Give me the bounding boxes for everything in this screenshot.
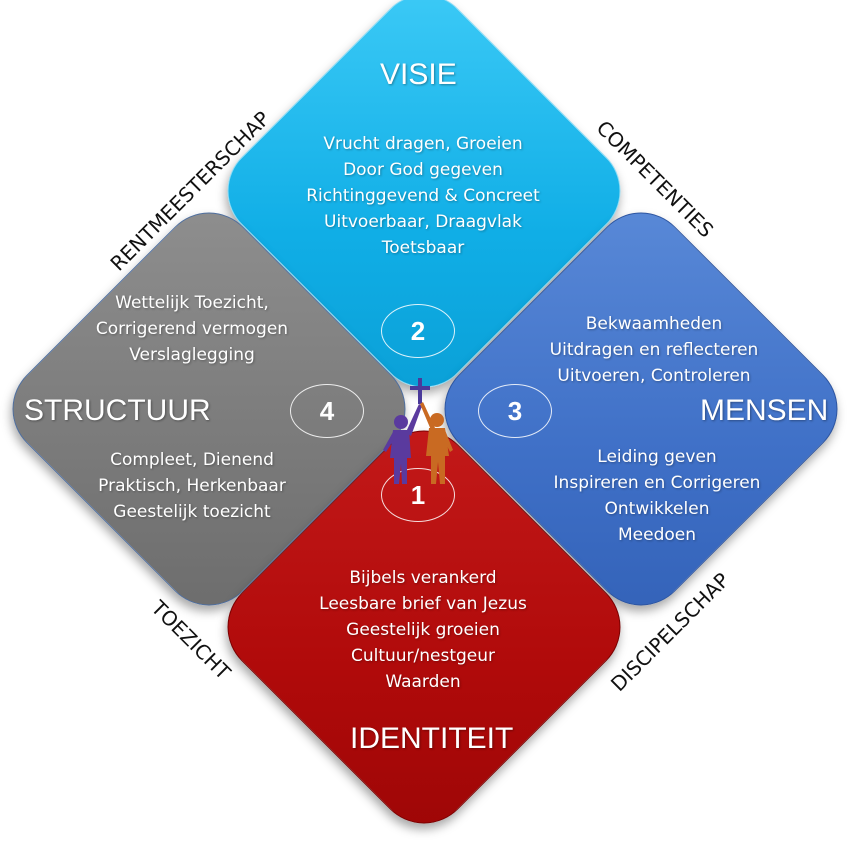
mensen-title: MENSEN xyxy=(700,394,829,427)
identiteit-line: Leesbare brief van Jezus xyxy=(319,594,527,614)
purple-figure-icon xyxy=(383,404,422,484)
structuur-line: Compleet, Dienend xyxy=(110,450,274,470)
structuur-line: Praktisch, Herkenbaar xyxy=(98,476,286,496)
mensen-line: Bekwaamheden xyxy=(585,314,723,334)
mensen-number-badge: 3 xyxy=(478,384,552,438)
mensen-line: Inspireren en Corrigeren xyxy=(553,473,761,493)
mensen-lines-bottom: Leiding geven Inspireren en Corrigeren O… xyxy=(507,444,807,548)
mensen-lines-top: Bekwaamheden Uitdragen en reflecteren Ui… xyxy=(504,311,804,389)
mensen-line: Uitdragen en reflecteren xyxy=(549,340,759,360)
visie-line: Vrucht dragen, Groeien xyxy=(323,134,523,154)
structuur-title: STRUCTUUR xyxy=(24,394,211,427)
visie-lines: Vrucht dragen, Groeien Door God gegeven … xyxy=(283,131,563,261)
structuur-lines-top: Wettelijk Toezicht, Corrigerend vermogen… xyxy=(52,290,332,368)
visie-line: Richtinggevend & Concreet xyxy=(306,186,540,206)
visie-title: VISIE xyxy=(380,58,457,91)
visie-line: Toetsbaar xyxy=(381,238,465,258)
cross-vertical xyxy=(418,378,422,404)
cross-horizontal xyxy=(410,386,430,390)
mensen-line: Leiding geven xyxy=(597,447,717,467)
identiteit-line: Geestelijk groeien xyxy=(346,620,500,640)
structuur-line: Corrigerend vermogen xyxy=(95,319,289,339)
visie-line: Uitvoerbaar, Draagvlak xyxy=(324,212,522,232)
side-label-toezicht: TOEZICHT xyxy=(146,595,236,685)
identiteit-lines: Bijbels verankerd Leesbare brief van Jez… xyxy=(283,565,563,695)
identiteit-line: Waarden xyxy=(385,672,461,692)
identiteit-number-badge: 1 xyxy=(381,468,455,522)
structuur-lines-bottom: Compleet, Dienend Praktisch, Herkenbaar … xyxy=(52,447,332,525)
structuur-line: Geestelijk toezicht xyxy=(113,502,271,522)
visie-line: Door God gegeven xyxy=(343,160,503,180)
structuur-number-badge: 4 xyxy=(290,384,364,438)
identiteit-line: Bijbels verankerd xyxy=(349,568,497,588)
structuur-line: Wettelijk Toezicht, xyxy=(115,293,269,313)
structuur-line: Verslaglegging xyxy=(129,345,255,365)
mensen-line: Meedoen xyxy=(617,525,696,545)
identiteit-title: IDENTITEIT xyxy=(350,722,514,755)
orange-figure-icon xyxy=(420,402,453,484)
mensen-line: Ontwikkelen xyxy=(604,499,710,519)
visie-number-badge: 2 xyxy=(381,304,455,358)
mensen-line: Uitvoeren, Controleren xyxy=(557,366,751,386)
identiteit-line: Cultuur/nestgeur xyxy=(350,646,496,666)
people-raising-cross-icon xyxy=(383,378,453,484)
